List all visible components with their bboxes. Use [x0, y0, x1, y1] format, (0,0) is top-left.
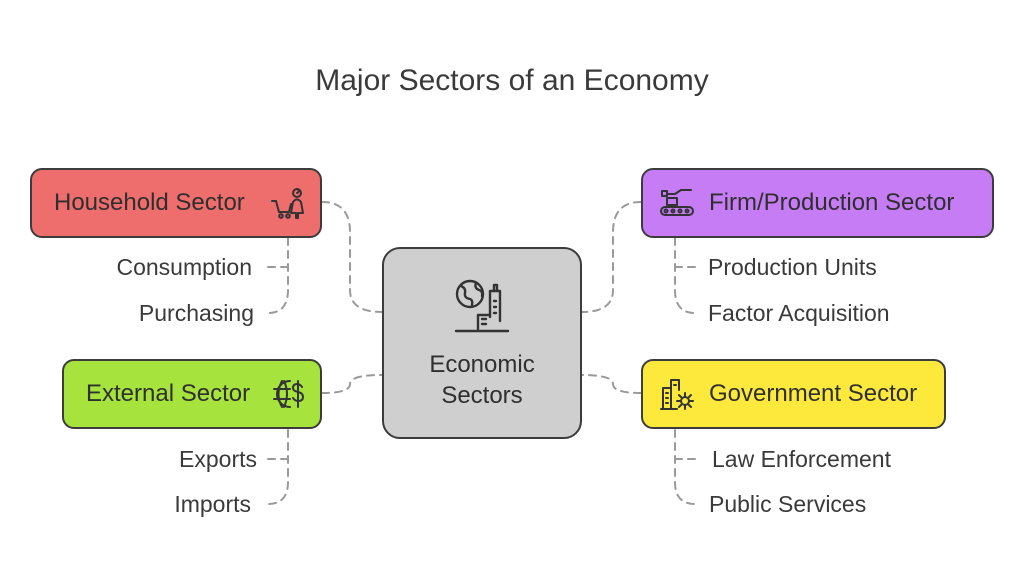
connector-firm: [581, 201, 642, 313]
household-item-consumption: Consumption: [116, 254, 252, 280]
government-item-public-services: Public Services: [709, 491, 867, 517]
conveyor-robot-arm-icon: [660, 189, 694, 216]
globe-dollar-icon: [273, 380, 304, 408]
external-sector-label: External Sector: [86, 380, 251, 407]
center-label: Economic Sectors: [429, 351, 535, 409]
external-sector-box: External Sector: [62, 359, 322, 429]
globe-city-icon: [454, 279, 510, 333]
connector-law-enforcement: [674, 429, 696, 505]
center-node: Economic Sectors: [382, 247, 582, 439]
government-sector-label: Government Sector: [709, 380, 918, 407]
firm-item-factor-acquisition: Factor Acquisition: [708, 300, 890, 326]
household-item-purchasing: Purchasing: [138, 300, 254, 326]
connector-consumption: [267, 237, 289, 314]
firm-item-production-units: Production Units: [708, 254, 877, 280]
external-item-imports: Imports: [174, 491, 251, 517]
firm-production-sector-box: Firm/Production Sector: [641, 168, 994, 238]
connector-exports: [267, 429, 289, 505]
household-sector-label: Household Sector: [54, 189, 245, 216]
connector-production-units: [674, 237, 696, 314]
connector-government: [581, 374, 642, 394]
government-sector-box: Government Sector: [641, 359, 946, 429]
diagram-title: Major Sectors of an Economy: [315, 64, 709, 97]
connector-external: [321, 374, 383, 394]
shopping-cart-person-icon: [271, 188, 304, 219]
connector-household: [321, 201, 383, 313]
firm-production-sector-label: Firm/Production Sector: [709, 189, 955, 216]
external-item-exports: Exports: [179, 446, 257, 472]
building-gear-icon: [660, 379, 694, 410]
household-sector-box: Household Sector: [30, 168, 322, 238]
government-item-law-enforcement: Law Enforcement: [712, 446, 891, 472]
